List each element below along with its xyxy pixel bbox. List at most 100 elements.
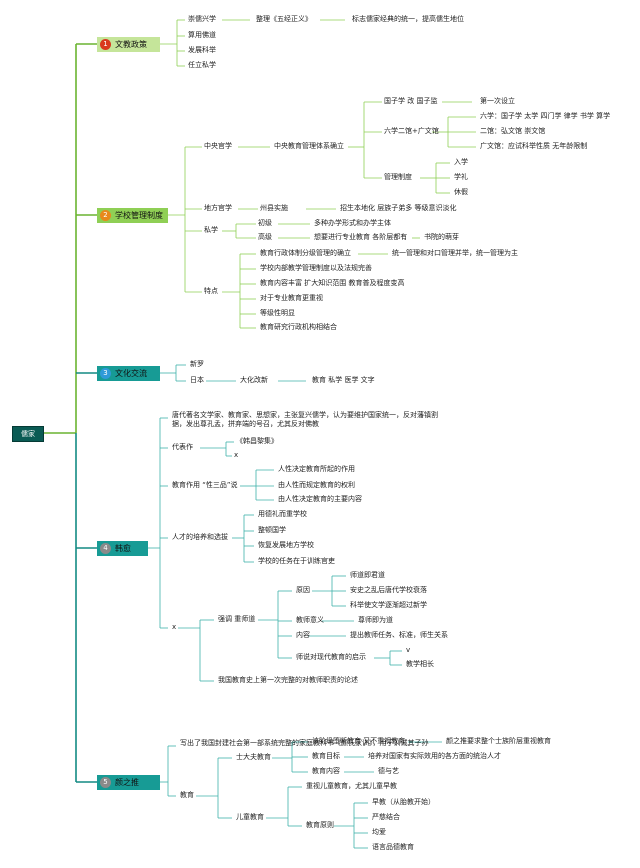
node: 均爱 [372, 828, 386, 836]
node: 人才的培养和选拔 [172, 533, 228, 541]
node: x [234, 451, 239, 459]
node: 崇儒兴学 [188, 15, 216, 23]
node: 士大夫教育 [236, 753, 271, 761]
node: 教育行政体制分级管理的确立 [260, 249, 351, 257]
node: 强调 重师道 [218, 615, 256, 623]
node: 任立私学 [188, 61, 216, 69]
topic-title: 颜之推 [115, 778, 139, 787]
node: 教育原则 [306, 821, 334, 829]
node: 特点 [204, 287, 218, 295]
node: 《韩昌黎集》 [236, 437, 278, 445]
node: 教学相长 [406, 660, 434, 668]
node: 新罗 [190, 360, 204, 368]
node: 算用佛道 [188, 31, 216, 39]
node: 学校的任务在于训练官吏 [258, 557, 335, 565]
node: 教育作用 “性三品”说 [172, 481, 238, 489]
topic-cultural-exchange: 3 文化交流 [97, 366, 160, 381]
node: 书院的萌芽 [424, 233, 459, 241]
node: 师道即君道 [350, 571, 385, 579]
node: 原因 [296, 586, 310, 594]
topic-title: 文化交流 [115, 369, 147, 378]
node: 由人性而规定教育的权利 [278, 481, 355, 489]
node: 唐代著名文学家、教育家、思想家，主张复兴儒学，认为要维护国家统一，反对藩镇割据，… [172, 411, 438, 428]
node: 想要进行专业教育 各阶层都有 [314, 233, 408, 241]
node: 提出教师任务、标准，师生关系 [350, 631, 448, 639]
node: 中央官学 [204, 142, 232, 150]
branch-lines-teal [148, 364, 442, 849]
node: 管理制度 [384, 173, 412, 181]
node: 尊师即为道 [358, 616, 393, 624]
node: 整顿国学 [258, 526, 286, 534]
node: 州县实施 [260, 204, 288, 212]
node: 教师意义 [296, 616, 324, 624]
node: 标志儒家经典的统一，提高儒生地位 [352, 15, 464, 23]
topic-school-management: 2 学校管理制度 [97, 208, 168, 223]
node: 多种办学形式和办学主体 [314, 219, 391, 227]
node: 内容 [296, 631, 310, 639]
node: 入学 [454, 158, 468, 166]
topic-title: 文教政策 [115, 40, 147, 49]
topic-number-badge: 5 [100, 777, 111, 788]
node: 教育内容 [312, 767, 340, 775]
node: 安史之乱后唐代学校衰落 [350, 586, 427, 594]
node: 发展科举 [188, 46, 216, 54]
node: 德与艺 [378, 767, 399, 775]
node: 高级 [258, 233, 272, 241]
node: 教育内容丰富 扩大知识范围 教育普及程度变高 [260, 279, 405, 287]
node: 早教（从胎教开始） [372, 798, 435, 806]
node: 科举使文学逐渐超过新学 [350, 601, 427, 609]
topic-number-badge: 1 [100, 39, 111, 50]
node: 教育 [180, 791, 194, 799]
node: 对于专业教育更重视 [260, 294, 323, 302]
node: 六学二馆+广文馆 [384, 127, 439, 135]
topic-title: 学校管理制度 [115, 211, 163, 220]
node: 教育 私学 医学 文字 [312, 376, 375, 384]
node: 用德礼而重学校 [258, 510, 307, 518]
node: 休假 [454, 188, 468, 196]
topic-wenjiao: 1 文教政策 [97, 37, 160, 52]
node: 人性决定教育所起的作用 [278, 465, 355, 473]
node: 中央教育管理体系确立 [274, 142, 344, 150]
node: 教育目标 [312, 752, 340, 760]
node: 二馆：弘文馆 崇文馆 [480, 127, 546, 135]
node: x [172, 623, 177, 631]
node: 学校内部教学管理制度以及法规完善 [260, 264, 372, 272]
node: 招生本地化 层族子弟多 等级意识淡化 [340, 204, 457, 212]
topic-hanyu: 4 韩愈 [97, 541, 148, 556]
node: 私学 [204, 226, 218, 234]
node: 等级性明显 [260, 309, 295, 317]
topic-number-badge: 4 [100, 543, 111, 554]
node: 写出了我国封建社会第一部系统完整的家庭教科书《颜氏家训》，用于训诫其子孙 [180, 739, 429, 747]
node: 学礼 [454, 173, 468, 181]
trunk-lines-teal [75, 372, 97, 783]
node: 培养对国家有实际效用的各方面的统治人才 [368, 752, 501, 760]
node: 六学：国子学 太学 四门学 律学 书学 算学 [480, 112, 611, 120]
root-node: 儒家 [12, 426, 44, 442]
node: 统一管理和对口管理并举，统一管理为主 [392, 249, 518, 257]
topic-number-badge: 3 [100, 368, 111, 379]
node: 恢复发展地方学校 [258, 541, 314, 549]
node: 语言品德教育 [372, 843, 414, 851]
node: 由人性决定教育的主要内容 [278, 495, 362, 503]
node: 师说对现代教育的启示 [296, 653, 366, 661]
trunk-lines-green [42, 43, 97, 434]
topic-title: 韩愈 [115, 544, 131, 553]
node: 广文馆：应试科举性质 无年龄限制 [480, 142, 588, 150]
node: 大化改新 [240, 376, 268, 384]
topic-number-badge: 2 [100, 210, 111, 221]
branch-lines-green [160, 19, 476, 329]
node: 国子学 改 国子监 [384, 97, 438, 105]
node: 儿童教育 [236, 813, 264, 821]
topic-yanzhitui: 5 颜之推 [97, 775, 160, 790]
node: 初级 [258, 219, 272, 227]
node: 该阶级堕断教育 又不重视教育 [312, 737, 406, 745]
node: 颜之推要求整个士族阶层重视教育 [446, 737, 551, 745]
node: 我国教育史上第一次完整的对教师职责的论述 [218, 676, 358, 684]
node: 教育研究行政机构相结合 [260, 323, 337, 331]
node: 日本 [190, 376, 204, 384]
node: 代表作 [172, 443, 193, 451]
node: 地方官学 [204, 204, 232, 212]
node: 第一次设立 [480, 97, 515, 105]
node: 重视儿童教育，尤其儿童早教 [306, 782, 397, 790]
